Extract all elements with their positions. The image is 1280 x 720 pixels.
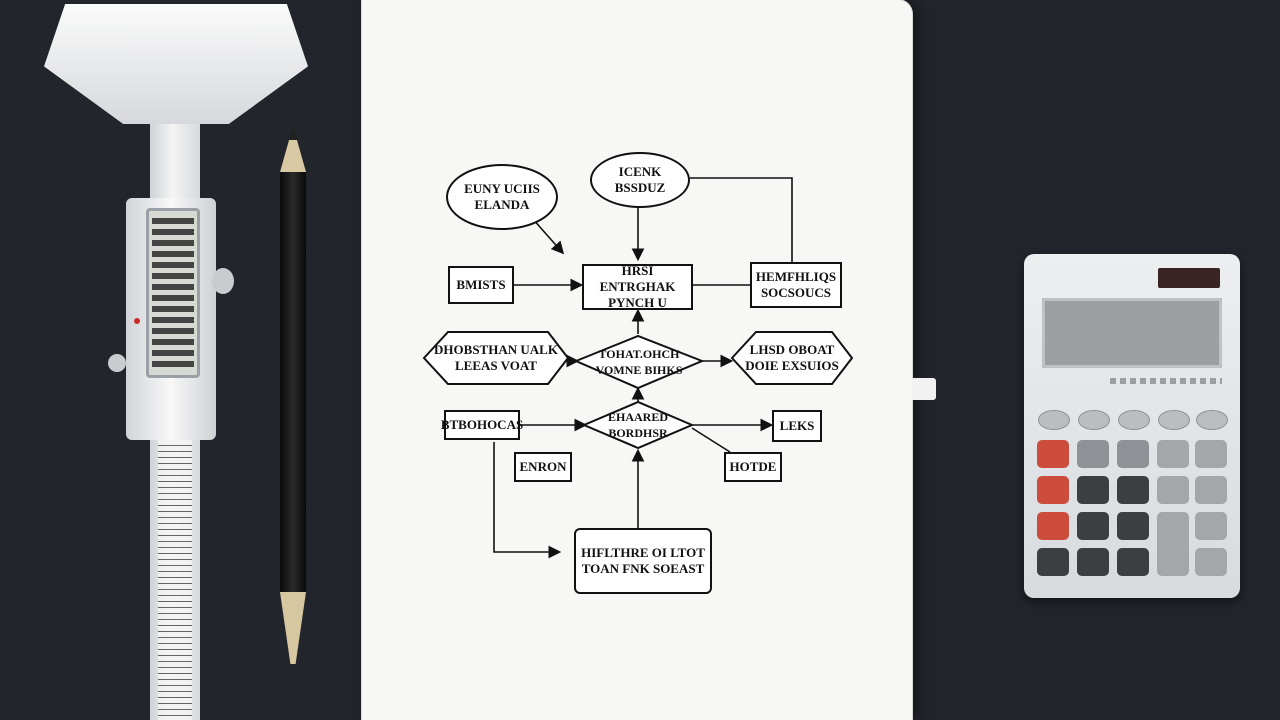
- calculator-key: [1157, 476, 1189, 504]
- flowchart-oval-start: EUNY UCIIS ELANDA: [446, 164, 558, 230]
- node-text-line: ELANDA: [474, 197, 530, 212]
- node-text: BTBOHOCAS: [440, 417, 524, 432]
- flowchart-box-process: HRSI ENTRGHAK PYNCH U: [582, 263, 693, 310]
- calculator-brand-strip: [1110, 378, 1222, 384]
- node-text-line: BORDHSR: [608, 426, 668, 440]
- calculator-solar-panel: [1158, 268, 1220, 288]
- calculator-key: [1077, 548, 1109, 576]
- calculator-key: [1077, 440, 1109, 468]
- node-text: ENRON: [519, 459, 567, 474]
- pencil-body: [280, 172, 306, 592]
- calculator-key: [1117, 476, 1149, 504]
- flowchart-diamond-lower: EHAARED BORDHSR: [584, 402, 692, 448]
- node-text-line: DHOBSTHAN UALK: [434, 342, 558, 357]
- flowchart-diamond-decision: TOHAT.OHCH VOMNE BIHKS: [576, 336, 702, 388]
- calculator-key: [1195, 440, 1227, 468]
- flowchart-box-left: BMISTS: [448, 266, 514, 304]
- pencil-end: [280, 592, 306, 664]
- caliper-thumb-knob: [212, 268, 234, 294]
- notebook-bookmark-tab: [912, 378, 936, 400]
- caliper-power-dot: [134, 318, 140, 324]
- flowchart-box-lower-left: BTBOHOCAS: [440, 410, 524, 440]
- calculator-key-red: [1037, 440, 1069, 468]
- node-text: HOTDE: [729, 459, 777, 474]
- calculator-key: [1117, 440, 1149, 468]
- notebook-page: EUNY UCIIS ELANDA ICENK BSSDUZ BMISTS HR…: [362, 0, 912, 720]
- calculator-key: [1038, 410, 1070, 430]
- calculator-key: [1117, 548, 1149, 576]
- calculator-key: [1117, 512, 1149, 540]
- caliper-jaw: [44, 4, 308, 124]
- flowchart-oval-input: ICENK BSSDUZ: [590, 152, 690, 208]
- calculator-key: [1157, 440, 1189, 468]
- node-text-line: HRSI ENTRGHAK: [599, 263, 676, 294]
- node-text-line: DOIE EXSUIOS: [745, 358, 839, 373]
- node-text-line: ICENK: [618, 164, 662, 179]
- calculator-key: [1118, 410, 1150, 430]
- node-text-line: EHAARED: [607, 410, 668, 424]
- calculator-key: [1077, 512, 1109, 540]
- node-text-line: LHSD OBOAT: [749, 342, 835, 357]
- calculator-key-tall: [1157, 512, 1189, 576]
- node-text-line: HEMFHLIQS: [755, 269, 837, 284]
- calculator-key: [1077, 476, 1109, 504]
- calculator-screen: [1042, 298, 1222, 368]
- flowchart-box-small-right: HOTDE: [724, 452, 782, 482]
- node-text-line: TOHAT.OHCH: [598, 347, 680, 361]
- calculator-key: [1158, 410, 1190, 430]
- node-text: BMISTS: [456, 277, 506, 292]
- calculator-key: [1195, 548, 1227, 576]
- calculator-key: [1078, 410, 1110, 430]
- node-text-line: LEEAS VOAT: [455, 358, 537, 373]
- flowchart-hexagon-left: DHOBSTHAN UALK LEEAS VOAT: [424, 332, 568, 384]
- calculator-key: [1195, 476, 1227, 504]
- flowchart-box-small-left: ENRON: [514, 452, 572, 482]
- node-text-line: TOAN FNK SOEAST: [581, 561, 705, 576]
- calculator-key: [1037, 548, 1069, 576]
- calculator-key-red: [1037, 476, 1069, 504]
- flowchart-box-right: HEMFHLIQS SOCSOUCS: [750, 262, 842, 308]
- node-text-line: EUNY UCIIS: [464, 181, 540, 196]
- caliper-digits: [152, 218, 194, 368]
- node-text-line: PYNCH U: [608, 295, 667, 310]
- caliper-scale: [158, 440, 192, 720]
- calculator-key: [1195, 512, 1227, 540]
- node-text-line: VOMNE BIHKS: [595, 363, 683, 377]
- caliper-lock-screw: [108, 354, 126, 372]
- node-text-line: HIFLTHRE OI LTOT: [581, 545, 705, 560]
- flowchart-hexagon-right: LHSD OBOAT DOIE EXSUIOS: [732, 332, 852, 384]
- calculator-key: [1196, 410, 1228, 430]
- calculator-key-red: [1037, 512, 1069, 540]
- flowchart-connectors: [422, 177, 854, 559]
- node-text-line: BSSDUZ: [614, 180, 666, 195]
- flowchart-box-lower-right: LEKS: [772, 410, 822, 442]
- node-text: LEKS: [779, 418, 815, 433]
- flowchart-box-end: HIFLTHRE OI LTOT TOAN FNK SOEAST: [574, 528, 712, 594]
- node-text-line: SOCSOUCS: [760, 285, 832, 300]
- pencil-lead: [288, 126, 298, 140]
